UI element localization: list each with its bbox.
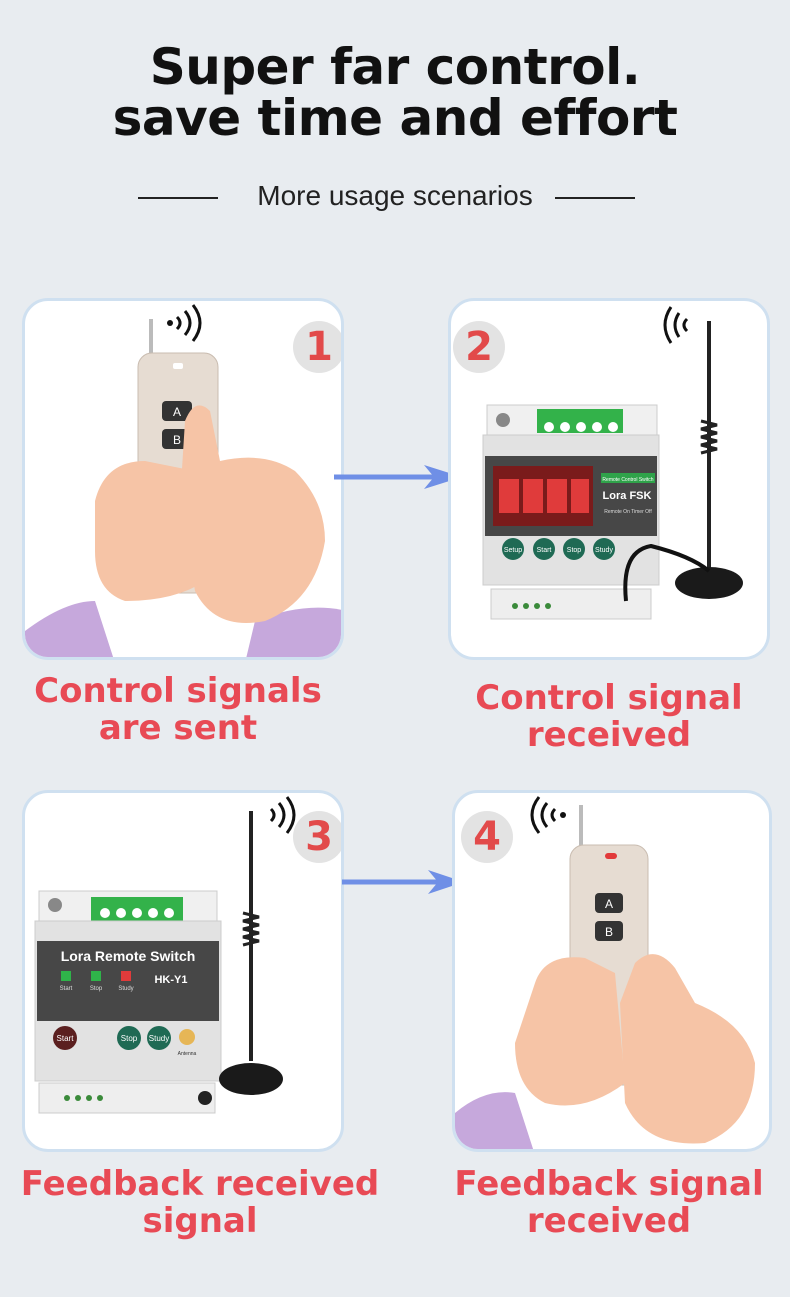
step-4-caption-line-1: Feedback signal (454, 1164, 764, 1204)
step-4-card: A B 4 (452, 790, 772, 1152)
remote-4-b-label: B (605, 925, 613, 939)
fsk-name-label: Lora FSK (603, 490, 652, 502)
fsk-stop-button-label: Stop (567, 547, 582, 554)
fsk-start-button-label: Start (537, 547, 552, 554)
step-1-card: A B 1 (22, 298, 344, 660)
step-1-number: 1 (293, 321, 341, 373)
step-2-caption: Control signal received (428, 680, 790, 754)
arrow-right-icon (334, 465, 462, 489)
y1-study-button-label: Study (149, 1034, 169, 1043)
hand-remote-receiving-illustration: A B (455, 796, 755, 1149)
step-1-caption-line-2: are sent (98, 708, 258, 748)
fsk-study-button-label: Study (595, 547, 613, 554)
step-4-caption-line-2: received (526, 1201, 692, 1241)
divider-left (138, 197, 218, 199)
y1-led-start-label: Start (60, 986, 73, 992)
step-1-caption-line-1: Control signals (34, 671, 322, 711)
step-2-caption-line-1: Control signal (475, 678, 743, 718)
remote-b-label: B (173, 433, 181, 447)
step-1-caption: Control signals are sent (0, 673, 356, 747)
fsk-tag-label: Remote Control Switch (602, 477, 653, 483)
step-2-caption-line-2: received (526, 715, 692, 755)
subtitle: More usage scenarios (257, 180, 533, 211)
lora-fsk-device-illustration: Remote Control Switch Lora FSK Remote On… (482, 306, 743, 620)
step-3-card: Lora Remote Switch Start Stop Study HK-Y… (22, 790, 344, 1152)
title-line-2: save time and effort (112, 89, 678, 147)
y1-title-label: Lora Remote Switch (61, 948, 196, 964)
step-3-caption-line-1: Feedback received (20, 1164, 380, 1204)
step-2-number: 2 (453, 321, 505, 373)
fsk-modes-label: Remote On Timer Off (604, 509, 652, 515)
y1-stop-button-label: Stop (121, 1034, 138, 1043)
subtitle-row: More usage scenarios (0, 178, 790, 218)
y1-led-study-label: Study (118, 986, 133, 992)
y1-start-button-label: Start (57, 1034, 75, 1043)
hand-remote-sending-illustration: A B (25, 304, 341, 657)
y1-model-label: HK-Y1 (154, 974, 187, 986)
y1-led-stop-label: Stop (90, 986, 103, 992)
y1-antenna-label: Antenna (178, 1051, 197, 1057)
step-4-caption: Feedback signal received (428, 1166, 790, 1240)
step-3-number: 3 (293, 811, 341, 863)
title-line-1: Super far control. (149, 38, 641, 96)
step-2-card: Remote Control Switch Lora FSK Remote On… (448, 298, 770, 660)
step-4-number: 4 (461, 811, 513, 863)
fsk-setup-button-label: Setup (504, 547, 522, 554)
arrow-right-icon (342, 870, 464, 894)
step-3-caption: Feedback received signal (0, 1166, 400, 1240)
remote-a-label: A (173, 405, 181, 419)
step-3-caption-line-2: signal (142, 1201, 258, 1241)
page-title: Super far control. save time and effort (0, 42, 790, 144)
divider-right (555, 197, 635, 199)
lora-remote-switch-illustration: Lora Remote Switch Start Stop Study HK-Y… (34, 796, 296, 1114)
remote-4-a-label: A (605, 897, 613, 911)
